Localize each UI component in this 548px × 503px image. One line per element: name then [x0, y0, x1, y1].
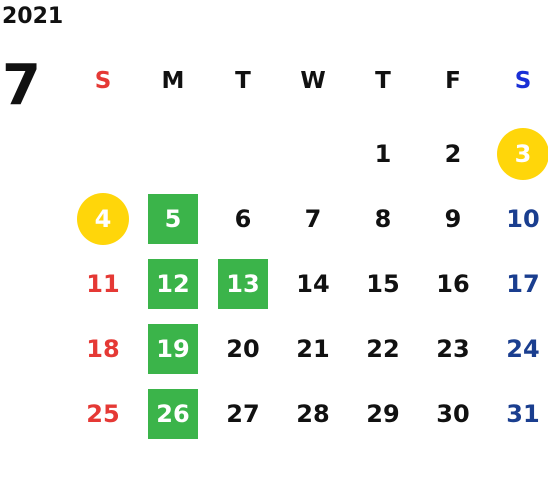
calendar-day-number: 30 — [436, 399, 470, 428]
calendar-day[interactable]: 17 — [488, 251, 548, 316]
calendar-day[interactable]: 7 — [278, 186, 348, 251]
calendar-day-number: 3 — [497, 127, 548, 180]
calendar-day[interactable]: 16 — [418, 251, 488, 316]
calendar-day[interactable]: 2 — [418, 121, 488, 186]
calendar-empty-cell — [68, 121, 138, 186]
calendar-day-number: 6 — [234, 204, 252, 233]
calendar-day[interactable]: 22 — [348, 316, 418, 381]
calendar-day-number: 4 — [77, 192, 129, 245]
calendar-day[interactable]: 19 — [138, 316, 208, 381]
calendar-empty-cell — [138, 121, 208, 186]
calendar-empty-cell — [208, 121, 278, 186]
calendar-day-number: 2 — [444, 139, 462, 168]
calendar-day[interactable]: 26 — [138, 381, 208, 446]
calendar-day[interactable]: 18 — [68, 316, 138, 381]
calendar-year: 2021 — [2, 4, 64, 29]
calendar-day-number: 25 — [86, 399, 120, 428]
calendar-day-number: 10 — [506, 204, 540, 233]
calendar-day-number: 5 — [148, 193, 198, 244]
weekday-header-wed: W — [300, 68, 326, 94]
calendar-empty-cell — [278, 121, 348, 186]
calendar-day[interactable]: 23 — [418, 316, 488, 381]
calendar-day[interactable]: 6 — [208, 186, 278, 251]
calendar-day[interactable]: 3 — [488, 121, 548, 186]
calendar-day-number: 11 — [86, 269, 120, 298]
weekday-header-tue: T — [235, 68, 251, 94]
calendar-day[interactable]: 27 — [208, 381, 278, 446]
calendar-day-number: 18 — [86, 334, 120, 363]
calendar-day-number: 9 — [444, 204, 462, 233]
calendar-day[interactable]: 9 — [418, 186, 488, 251]
calendar-day[interactable]: 10 — [488, 186, 548, 251]
calendar-day-number: 22 — [366, 334, 400, 363]
calendar-day[interactable]: 25 — [68, 381, 138, 446]
calendar-day[interactable]: 1 — [348, 121, 418, 186]
calendar-day[interactable]: 5 — [138, 186, 208, 251]
calendar-day[interactable]: 30 — [418, 381, 488, 446]
calendar-day-number: 27 — [226, 399, 260, 428]
calendar-day[interactable]: 24 — [488, 316, 548, 381]
calendar-day[interactable]: 13 — [208, 251, 278, 316]
calendar-day-number: 12 — [148, 258, 198, 309]
calendar-day-number: 1 — [374, 139, 392, 168]
calendar-day-number: 24 — [506, 334, 540, 363]
calendar-day[interactable]: 8 — [348, 186, 418, 251]
calendar-day-number: 17 — [506, 269, 540, 298]
calendar-day-number: 19 — [148, 323, 198, 374]
calendar-day[interactable]: 4 — [68, 186, 138, 251]
weekday-header-sat: S — [514, 68, 532, 94]
calendar-day[interactable]: 11 — [68, 251, 138, 316]
calendar-day[interactable]: 21 — [278, 316, 348, 381]
calendar-day[interactable]: 12 — [138, 251, 208, 316]
calendar-day-number: 15 — [366, 269, 400, 298]
calendar-day-number: 13 — [218, 258, 268, 309]
calendar-day-number: 28 — [296, 399, 330, 428]
calendar-day-number: 31 — [506, 399, 540, 428]
calendar-month: 7 — [2, 53, 41, 118]
calendar-day-number: 23 — [436, 334, 470, 363]
calendar-day-number: 7 — [304, 204, 322, 233]
weekday-header-mon: M — [161, 68, 185, 94]
calendar-day-number: 14 — [296, 269, 330, 298]
calendar-day-number: 29 — [366, 399, 400, 428]
weekday-header-sun: S — [94, 68, 112, 94]
weekday-header-fri: F — [445, 68, 461, 94]
calendar-day-number: 20 — [226, 334, 260, 363]
calendar-day[interactable]: 29 — [348, 381, 418, 446]
calendar-day[interactable]: 20 — [208, 316, 278, 381]
calendar-day[interactable]: 14 — [278, 251, 348, 316]
calendar-day[interactable]: 15 — [348, 251, 418, 316]
weekday-header-thu: T — [375, 68, 391, 94]
calendar-day-number: 21 — [296, 334, 330, 363]
calendar-day-number: 26 — [148, 388, 198, 439]
calendar-day[interactable]: 31 — [488, 381, 548, 446]
calendar-day[interactable]: 28 — [278, 381, 348, 446]
calendar-day-number: 16 — [436, 269, 470, 298]
calendar-day-number: 8 — [374, 204, 392, 233]
